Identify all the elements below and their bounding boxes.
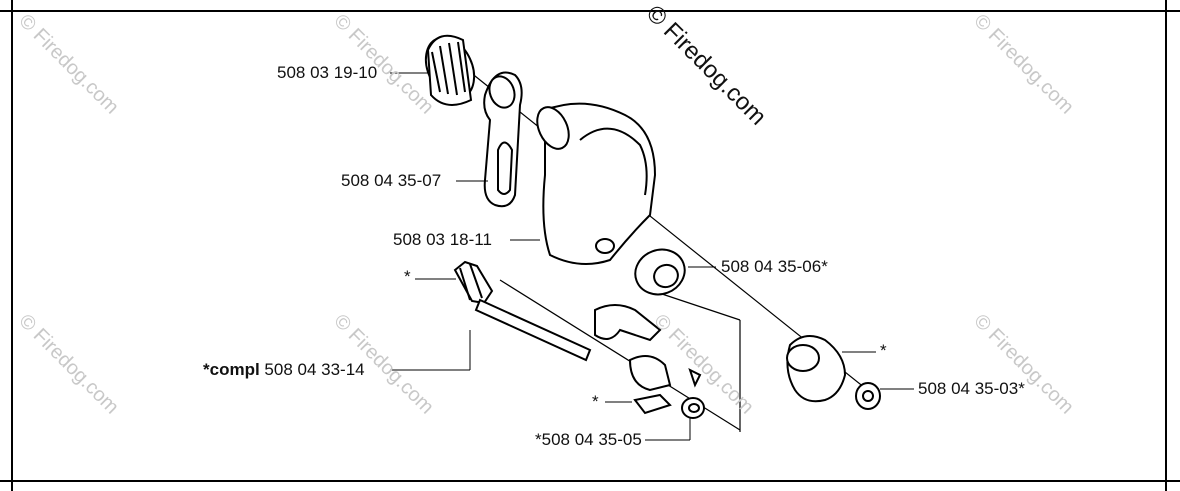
compl-number: 508 04 33-14 <box>264 360 365 379</box>
part-label-knob: 508 03 19-10 <box>277 63 378 82</box>
small-washer-part <box>681 397 705 419</box>
part-label-compl: *compl 508 04 33-14 <box>203 361 365 379</box>
part-label-small-star: * <box>592 392 599 411</box>
right-assembly-part <box>786 335 847 403</box>
right-washer-part <box>855 382 881 410</box>
part-label-bushing: 508 04 35-06* <box>721 257 828 276</box>
part-label-gear-star: * <box>404 267 411 286</box>
compl-prefix: *compl <box>203 360 260 379</box>
housing-part <box>536 102 657 265</box>
part-label-right-star: * <box>880 341 887 360</box>
center-assembly-part <box>594 304 702 415</box>
part-label-plate: 508 04 35-07 <box>341 171 442 190</box>
gear-shaft-part <box>453 260 592 362</box>
knob-part <box>424 34 476 106</box>
part-label-washer-small: *508 04 35-05 <box>535 430 642 449</box>
plate-part <box>483 71 523 208</box>
leader-lines <box>390 72 914 441</box>
bushing-part <box>634 248 686 296</box>
part-label-housing: 508 03 18-11 <box>393 230 492 249</box>
part-label-washer-right: 508 04 35-03* <box>918 379 1025 398</box>
